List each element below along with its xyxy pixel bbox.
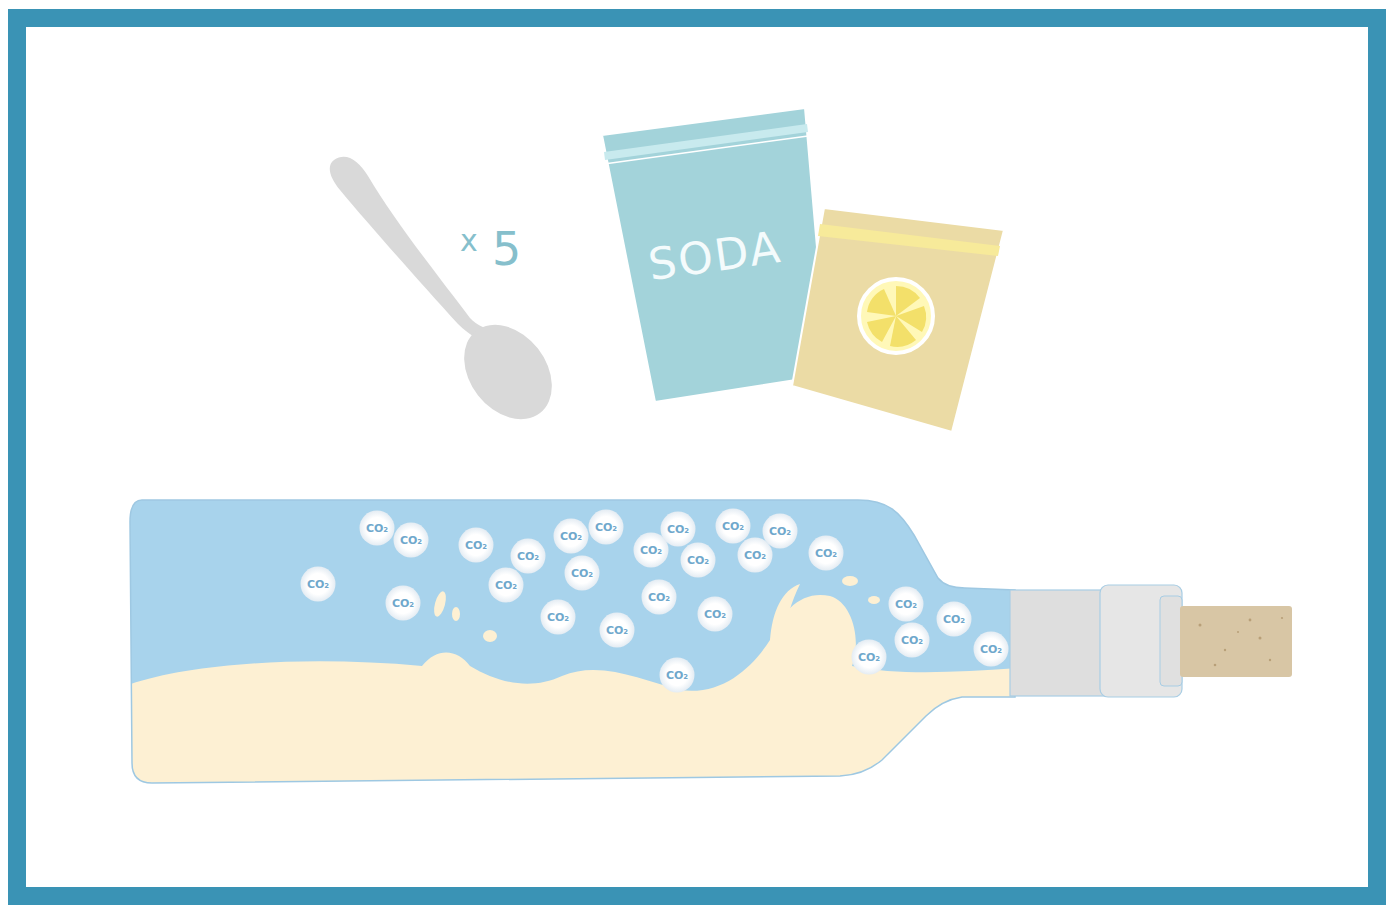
bubble-label: CO₂ — [400, 534, 422, 547]
co2-bubble: CO₂ — [888, 586, 924, 622]
co2-bubble: CO₂ — [851, 639, 887, 675]
soda-bag: SODA — [595, 100, 835, 410]
bottle — [120, 490, 1292, 810]
co2-bubble: CO₂ — [697, 596, 733, 632]
bubble-label: CO₂ — [815, 547, 837, 560]
bubble-label: CO₂ — [560, 530, 582, 543]
co2-bubble: CO₂ — [737, 537, 773, 573]
co2-bubble: CO₂ — [488, 567, 524, 603]
bubble-label: CO₂ — [895, 598, 917, 611]
bubble-label: CO₂ — [901, 634, 923, 647]
bubble-label: CO₂ — [517, 550, 539, 563]
co2-bubble: CO₂ — [300, 566, 336, 602]
bubble-label: CO₂ — [858, 651, 880, 664]
spoon-count: 5 — [492, 226, 521, 272]
times-sign: x — [460, 226, 478, 256]
bubble-label: CO₂ — [571, 567, 593, 580]
co2-bubble: CO₂ — [540, 599, 576, 635]
bubble-label: CO₂ — [648, 591, 670, 604]
bubble-label: CO₂ — [547, 611, 569, 624]
bubble-label: CO₂ — [307, 578, 329, 591]
co2-bubble: CO₂ — [641, 579, 677, 615]
bubble-label: CO₂ — [392, 597, 414, 610]
co2-bubble: CO₂ — [564, 555, 600, 591]
bubble-label: CO₂ — [943, 613, 965, 626]
bubble-label: CO₂ — [722, 520, 744, 533]
co2-bubble: CO₂ — [715, 508, 751, 544]
co2-bubble: CO₂ — [973, 631, 1009, 667]
bubble-label: CO₂ — [744, 549, 766, 562]
bubble-label: CO₂ — [366, 522, 388, 535]
bubble-label: CO₂ — [640, 544, 662, 557]
co2-bubble: CO₂ — [599, 612, 635, 648]
co2-bubble: CO₂ — [458, 527, 494, 563]
co2-bubble: CO₂ — [633, 532, 669, 568]
co2-bubble: CO₂ — [936, 601, 972, 637]
bubble-label: CO₂ — [667, 523, 689, 536]
bubble-label: CO₂ — [704, 608, 726, 621]
co2-bubble: CO₂ — [359, 510, 395, 546]
co2-bubble: CO₂ — [510, 538, 546, 574]
co2-bubble: CO₂ — [659, 657, 695, 693]
frame — [17, 18, 1377, 896]
co2-bubble: CO₂ — [680, 542, 716, 578]
bubble-label: CO₂ — [495, 579, 517, 592]
co2-bubble: CO₂ — [588, 509, 624, 545]
spoon — [330, 157, 570, 437]
bubble-label: CO₂ — [465, 539, 487, 552]
bubble-label: CO₂ — [687, 554, 709, 567]
co2-bubble: CO₂ — [894, 622, 930, 658]
bubble-label: CO₂ — [595, 521, 617, 534]
co2-bubble: CO₂ — [393, 522, 429, 558]
co2-bubble: CO₂ — [808, 535, 844, 571]
bubble-label: CO₂ — [606, 624, 628, 637]
citric-acid-bag — [792, 208, 1004, 432]
bubble-label: CO₂ — [769, 525, 791, 538]
bubble-label: CO₂ — [666, 669, 688, 682]
co2-bubble: CO₂ — [385, 585, 421, 621]
bubble-label: CO₂ — [980, 643, 1002, 656]
co2-bubble: CO₂ — [553, 518, 589, 554]
